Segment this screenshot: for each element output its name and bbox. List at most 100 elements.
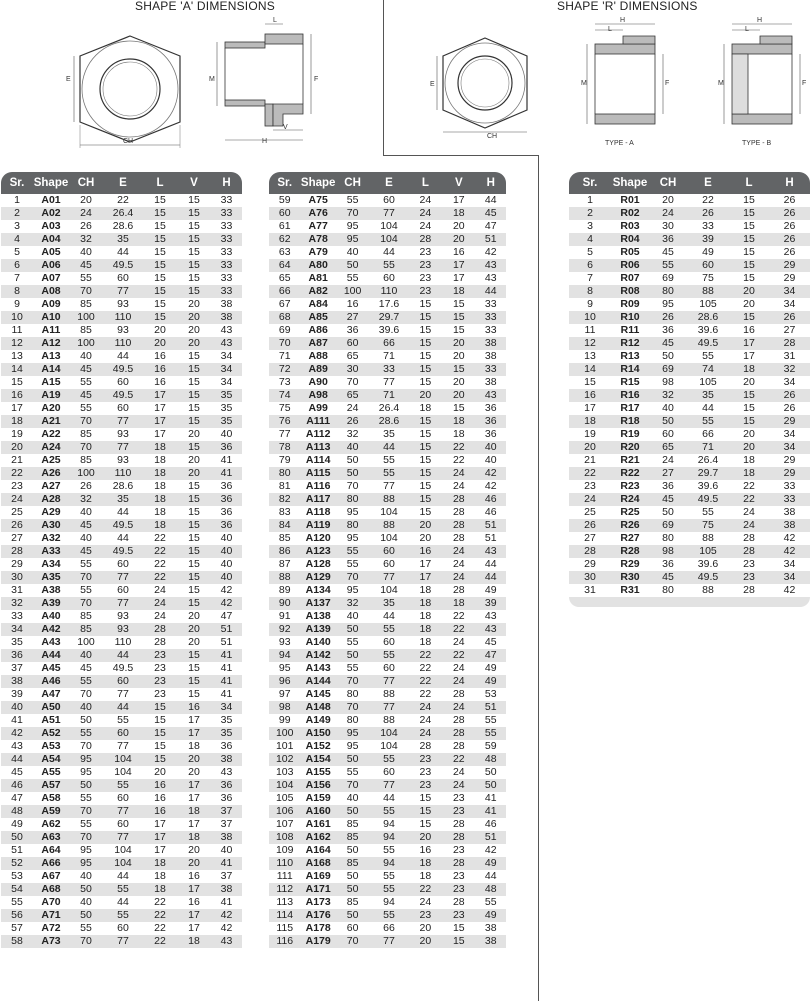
ch-cell: 45: [662, 337, 674, 349]
sr-cell: 41: [11, 714, 23, 726]
l-cell: 15: [743, 415, 755, 427]
ch-cell: 98: [662, 376, 674, 388]
l-cell: 20: [743, 441, 755, 453]
h-cell: 51: [220, 636, 233, 648]
ch-cell: 27: [662, 467, 674, 479]
shape-cell: A12: [41, 337, 61, 349]
sr-cell: 25: [584, 506, 596, 518]
shape-cell: A20: [41, 402, 61, 414]
v-cell: 20: [452, 337, 465, 349]
sr-cell: 8: [587, 285, 593, 297]
sr-cell: 88: [278, 571, 291, 583]
ch-cell: 36: [662, 558, 674, 570]
h-cell: 45: [484, 207, 497, 219]
v-cell: 23: [452, 805, 465, 817]
h-cell: 36: [484, 415, 497, 427]
v-cell: 22: [452, 753, 465, 765]
ch-cell: 45: [662, 493, 674, 505]
sr-cell: 13: [584, 350, 596, 362]
sr-cell: 78: [278, 441, 291, 453]
column-header: CH: [659, 177, 677, 189]
sr-cell: 32: [11, 597, 23, 609]
sr-cell: 49: [11, 818, 23, 830]
h-cell: 26: [783, 194, 796, 206]
shape-cell: A118: [305, 506, 331, 518]
ch-cell: 80: [346, 714, 359, 726]
sr-cell: 56: [11, 909, 23, 921]
l-cell: 18: [743, 363, 755, 375]
shape-cell: A98: [308, 389, 328, 401]
l-cell: 23: [419, 753, 432, 765]
e-cell: 88: [383, 519, 395, 531]
ch-cell: 55: [80, 792, 92, 804]
e-cell: 60: [383, 545, 395, 557]
sr-cell: 20: [584, 441, 596, 453]
l-cell: 15: [154, 246, 166, 258]
shape-cell: A10: [41, 311, 61, 323]
e-cell: 60: [117, 818, 129, 830]
e-cell: 35: [383, 428, 395, 440]
ch-cell: 50: [346, 870, 359, 882]
sr-cell: 67: [278, 298, 291, 310]
shape-cell: A171: [305, 883, 331, 895]
sr-cell: 96: [278, 675, 291, 687]
ch-cell: 30: [662, 220, 674, 232]
v-cell: 17: [188, 727, 200, 739]
shape-cell: A173: [305, 896, 331, 908]
e-cell: 104: [380, 506, 398, 518]
shape-cell: A87: [308, 337, 328, 349]
l-cell: 15: [743, 207, 755, 219]
e-cell: 55: [702, 506, 714, 518]
h-cell: 38: [484, 376, 497, 388]
sr-cell: 38: [11, 675, 23, 687]
sr-cell: 4: [14, 233, 20, 245]
shape-cell: R01: [620, 194, 640, 206]
sr-cell: 44: [11, 753, 23, 765]
v-cell: 15: [188, 272, 200, 284]
label-type-b: TYPE - B: [742, 140, 772, 147]
l-cell: 23: [154, 649, 166, 661]
sr-cell: 105: [275, 792, 294, 804]
e-cell: 94: [383, 831, 395, 843]
h-cell: 42: [783, 584, 796, 596]
ch-cell: 50: [346, 623, 359, 635]
l-cell: 20: [419, 831, 432, 843]
h-cell: 42: [484, 246, 497, 258]
sr-cell: 99: [278, 714, 291, 726]
ch-cell: 98: [662, 545, 674, 557]
h-cell: 40: [484, 441, 497, 453]
label-m-tb: M: [718, 80, 724, 87]
sr-cell: 7: [587, 272, 593, 284]
l-cell: 28: [419, 233, 432, 245]
ch-cell: 50: [346, 467, 359, 479]
shape-cell: A160: [305, 805, 331, 817]
v-cell: 17: [188, 779, 200, 791]
l-cell: 15: [743, 272, 755, 284]
h-cell: 33: [220, 207, 233, 219]
l-cell: 18: [419, 857, 432, 869]
shape-cell: A134: [305, 584, 331, 596]
column-header: Shape: [612, 177, 648, 189]
sr-cell: 76: [278, 415, 291, 427]
shape-cell: A138: [305, 610, 331, 622]
h-cell: 51: [484, 831, 497, 843]
v-cell: 20: [188, 857, 200, 869]
e-cell: 55: [117, 779, 129, 791]
e-cell: 44: [383, 610, 395, 622]
